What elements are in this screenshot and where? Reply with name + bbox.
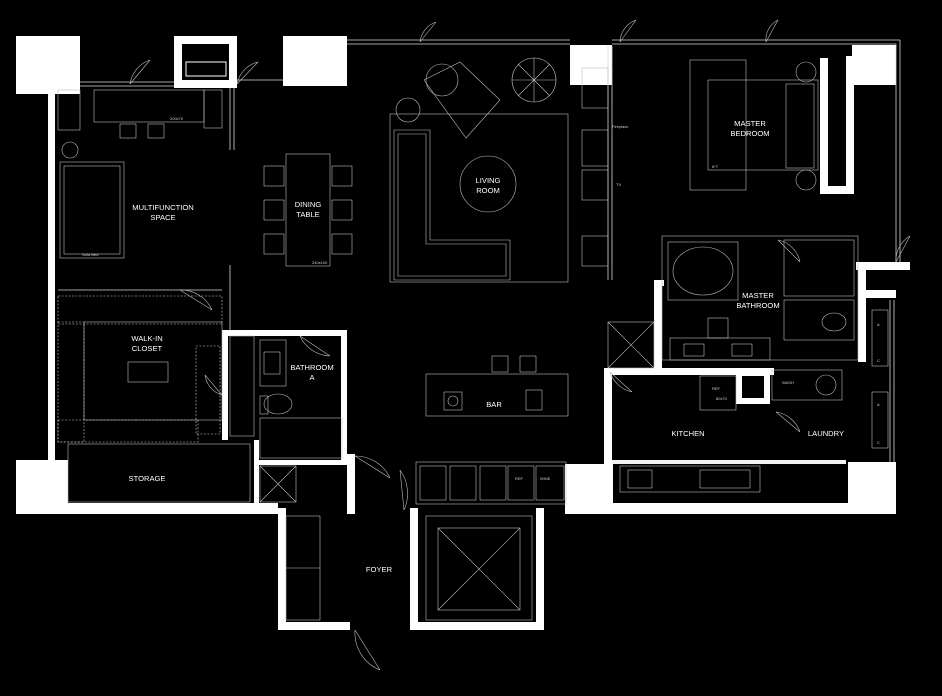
bar-kitchen bbox=[415, 309, 889, 505]
room-label-bathroom-a-1: BATHROOM bbox=[290, 363, 333, 372]
room-label-foyer: FOYER bbox=[366, 565, 393, 574]
room-label-dining-1: DINING bbox=[295, 200, 322, 209]
room-label-bar: BAR bbox=[486, 400, 502, 409]
room-label-dining-2: TABLE bbox=[296, 210, 320, 219]
washer-label: WASH bbox=[782, 380, 794, 385]
foyer-fixtures bbox=[285, 515, 533, 621]
fireplace-label: Fireplace bbox=[612, 124, 629, 129]
window-lines bbox=[58, 39, 901, 462]
room-label-laundry: LAUNDRY bbox=[808, 429, 844, 438]
sofa-bed-label: Sofa Bed bbox=[82, 252, 98, 257]
bar-ref-label: REF bbox=[515, 476, 524, 481]
room-label-multifunction-1: MULTIFUNCTION bbox=[132, 203, 193, 212]
door-swings bbox=[129, 19, 911, 671]
room-label-storage: STORAGE bbox=[129, 474, 166, 483]
table-size-label: 240x100 bbox=[312, 260, 328, 265]
c-label-2: C bbox=[877, 440, 880, 445]
c-label-1: C bbox=[877, 358, 880, 363]
ref-size-label: 80x70 bbox=[716, 396, 728, 401]
ac-label-2: A bbox=[877, 402, 880, 407]
room-label-multifunction-2: SPACE bbox=[150, 213, 175, 222]
room-label-living-2: ROOM bbox=[476, 186, 500, 195]
ac-label-1: A bbox=[877, 322, 880, 327]
tv-label: TV bbox=[616, 182, 621, 187]
room-label-kitchen: KITCHEN bbox=[671, 429, 704, 438]
small-annotations: 200x70 240x100 Sofa Bed Fireplace TV 6*7… bbox=[82, 116, 880, 481]
living-furniture bbox=[389, 57, 609, 283]
room-label-master-bedroom-1: MASTER bbox=[734, 119, 766, 128]
ref-label: REF bbox=[712, 386, 721, 391]
walls bbox=[16, 36, 910, 630]
bed-size-label: 6*7 bbox=[712, 164, 719, 169]
room-label-walk-in-closet-2: CLOSET bbox=[132, 344, 163, 353]
room-label-master-bathroom-1: MASTER bbox=[742, 291, 774, 300]
multifunction-furniture bbox=[57, 89, 255, 503]
bedroom-furniture bbox=[689, 59, 819, 191]
desk-size-label: 200x70 bbox=[170, 116, 184, 121]
room-label-master-bathroom-2: BATHROOM bbox=[736, 301, 779, 310]
dining-furniture bbox=[263, 153, 353, 267]
wine-label: WINE bbox=[540, 476, 551, 481]
room-label-master-bedroom-2: BEDROOM bbox=[730, 129, 769, 138]
room-label-living-1: LIVING bbox=[476, 176, 501, 185]
bathroom-fixtures bbox=[607, 235, 859, 369]
bathroom-a-fixtures bbox=[259, 339, 343, 503]
room-label-bathroom-a-2: A bbox=[309, 373, 315, 382]
room-labels: MULTIFUNCTION SPACE DINING TABLE LIVING … bbox=[129, 119, 845, 574]
room-label-walk-in-closet-1: WALK-IN bbox=[131, 334, 162, 343]
